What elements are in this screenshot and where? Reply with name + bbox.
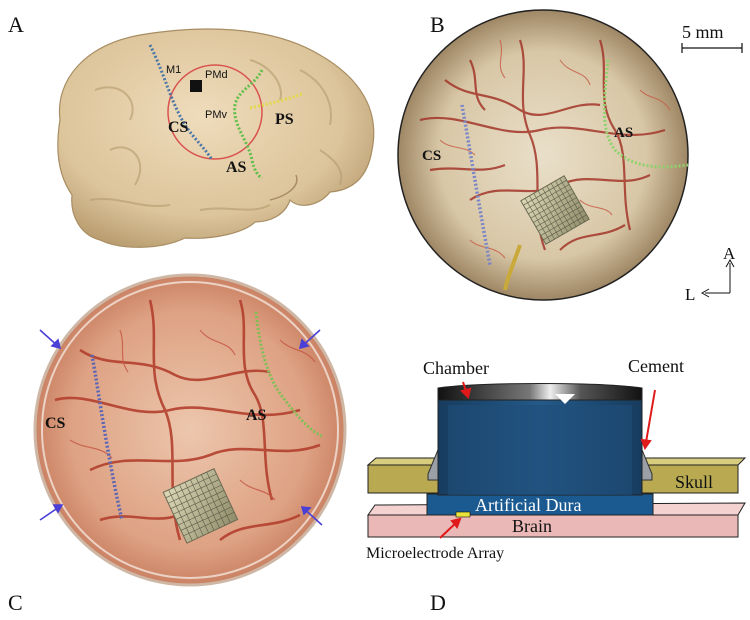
label-pmv: PMv bbox=[205, 109, 228, 121]
pmd-marker bbox=[190, 80, 202, 92]
panel-letter-b: B bbox=[430, 12, 445, 37]
panel-letter-c: C bbox=[8, 590, 23, 615]
compass-lateral: L bbox=[685, 285, 695, 304]
label-as-a: AS bbox=[226, 159, 247, 176]
compass-anterior: A bbox=[723, 244, 736, 263]
label-as-c: AS bbox=[246, 407, 267, 424]
array-marker bbox=[455, 511, 471, 518]
principal-sulcus-line bbox=[249, 92, 303, 110]
chamber-edge-arrows bbox=[39, 329, 323, 526]
panel-c-photo: CS AS bbox=[33, 273, 347, 587]
target-circle bbox=[167, 64, 263, 160]
scale-bar-label: 5 mm bbox=[682, 22, 724, 42]
label-pmd: PMd bbox=[205, 69, 228, 81]
panel-letter-a: A bbox=[8, 12, 24, 37]
panel-a-brain-model: M1 PMd PMv CS AS PS bbox=[57, 28, 375, 248]
panel-b-photo: CS AS bbox=[397, 9, 689, 301]
label-skull: Skull bbox=[675, 472, 713, 492]
label-cs-b: CS bbox=[422, 148, 441, 164]
microelectrode-array-b bbox=[520, 175, 590, 245]
orientation-compass: A L bbox=[685, 244, 736, 304]
label-artificial-dura: Artificial Dura bbox=[475, 495, 581, 515]
label-cement: Cement bbox=[628, 356, 684, 376]
scale-bar: 5 mm bbox=[681, 22, 743, 53]
arcuate-sulcus-beads-b bbox=[602, 59, 689, 169]
brain-slab bbox=[367, 514, 739, 538]
central-sulcus-line bbox=[148, 44, 214, 161]
arcuate-sulcus-beads-c bbox=[254, 311, 323, 438]
label-cs-c: CS bbox=[45, 415, 66, 432]
label-chamber: Chamber bbox=[423, 358, 489, 378]
label-ps-a: PS bbox=[275, 111, 294, 128]
label-brain: Brain bbox=[512, 516, 552, 536]
central-sulcus-beads-c bbox=[90, 354, 124, 521]
central-sulcus-beads-b bbox=[460, 104, 492, 266]
panel-d-schematic: Chamber Cement Skull Artificial Dura Bra… bbox=[366, 356, 747, 562]
microelectrode-array-c bbox=[162, 468, 239, 544]
chamber-rim bbox=[437, 383, 643, 401]
label-m1: M1 bbox=[166, 64, 181, 76]
label-microelectrode-array: Microelectrode Array bbox=[366, 545, 504, 562]
arcuate-sulcus-line bbox=[233, 69, 264, 180]
panel-letter-d: D bbox=[430, 590, 446, 615]
label-as-b: AS bbox=[614, 125, 633, 141]
label-cs-a: CS bbox=[168, 119, 189, 136]
